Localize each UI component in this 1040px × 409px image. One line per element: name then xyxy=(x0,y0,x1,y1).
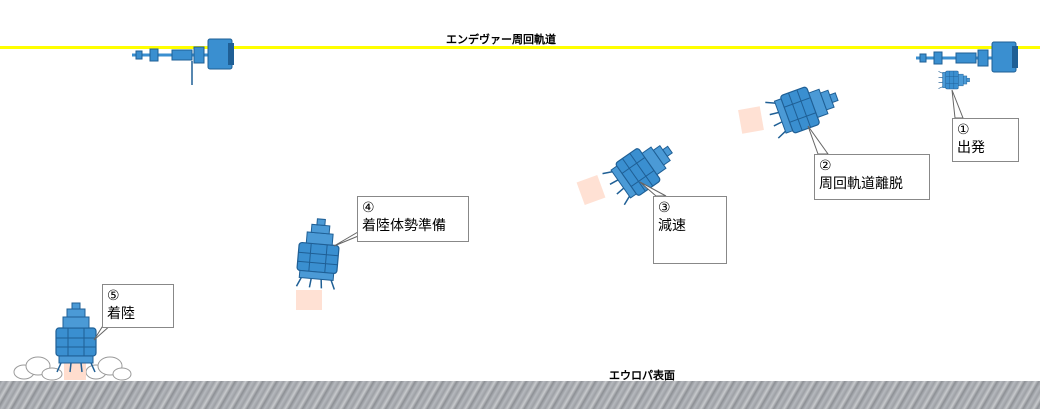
step1-num: ① xyxy=(957,122,970,138)
thrust-step5 xyxy=(64,362,86,380)
orbit-line xyxy=(0,46,1040,49)
orbiter-left xyxy=(130,37,236,85)
dust-cloud-right xyxy=(85,356,132,381)
lander-step2 xyxy=(764,77,845,140)
step3-num: ③ xyxy=(658,200,671,216)
thrust-step4 xyxy=(296,290,322,310)
step3-label: 減速 xyxy=(658,218,686,234)
callout-step3: ③ 減速 xyxy=(653,196,727,264)
callout-step4: ④ 着陸体勢準備 xyxy=(357,196,469,242)
step2-num: ② xyxy=(819,158,832,174)
lander-step1 xyxy=(938,70,970,90)
lander-step4 xyxy=(294,216,343,291)
step4-label: 着陸体勢準備 xyxy=(362,218,446,234)
pointer-step1 xyxy=(951,89,964,119)
europa-surface xyxy=(0,381,1040,409)
step2-label: 周回軌道離脱 xyxy=(819,176,903,192)
pointer-step2 xyxy=(807,125,829,155)
thrust-step2 xyxy=(738,106,764,134)
step5-num: ⑤ xyxy=(107,288,120,304)
dust-cloud-left xyxy=(13,356,63,381)
callout-step5: ⑤ 着陸 xyxy=(102,284,174,328)
callout-step2: ② 周回軌道離脱 xyxy=(814,154,930,200)
step5-label: 着陸 xyxy=(107,306,135,322)
step4-num: ④ xyxy=(362,200,375,216)
surface-label: エウロパ表面 xyxy=(609,369,675,382)
callout-step1: ① 出発 xyxy=(952,118,1019,162)
step1-label: 出発 xyxy=(957,140,985,156)
lander-step3 xyxy=(601,132,683,207)
orbit-label: エンデヴァー周回軌道 xyxy=(446,33,556,46)
lander-step5 xyxy=(55,302,97,373)
orbiter-right xyxy=(914,40,1020,74)
thrust-step3 xyxy=(576,174,606,206)
